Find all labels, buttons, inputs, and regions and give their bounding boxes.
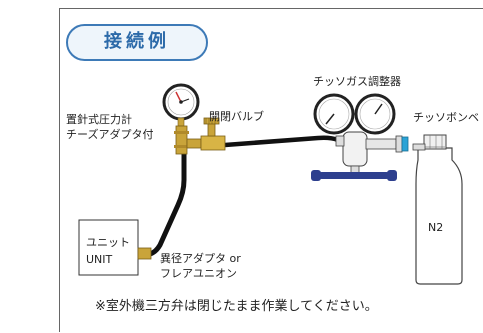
adapter-label-line1: 異径アダプタ or (160, 252, 241, 265)
panel-border (59, 8, 483, 332)
hose-to-unit (147, 137, 187, 257)
cylinder-feed-label: チッソボンベ (413, 111, 479, 124)
hose-to-regulator (224, 135, 339, 148)
open-close-valve (200, 117, 226, 151)
valve-label: 開閉バルブ (209, 110, 264, 123)
cylinder-label: N2 (428, 221, 444, 234)
gauge-label-line1: 置針式圧力計 (66, 113, 132, 126)
pressure-gauge (162, 83, 200, 127)
unit-box (78, 219, 139, 276)
unit-label-line2: UNIT (86, 253, 113, 266)
unit-label-line1: ユニット (86, 236, 130, 249)
nitrogen-regulator (311, 93, 409, 181)
diagram-panel (59, 8, 483, 333)
diagram-title: 接続例 (104, 31, 170, 52)
regulator-label: チッソガス調整器 (313, 75, 401, 88)
caution-note: ※室外機三方弁は閉じたまま作業してください。 (95, 299, 378, 314)
tee-adapter (174, 125, 202, 155)
nitrogen-cylinder (412, 134, 463, 285)
gauge-label-line2: チーズアダプタ付 (66, 128, 154, 141)
reducing-adapter (137, 247, 152, 260)
adapter-label-line2: フレアユニオン (160, 267, 237, 280)
title-pill (66, 24, 208, 61)
